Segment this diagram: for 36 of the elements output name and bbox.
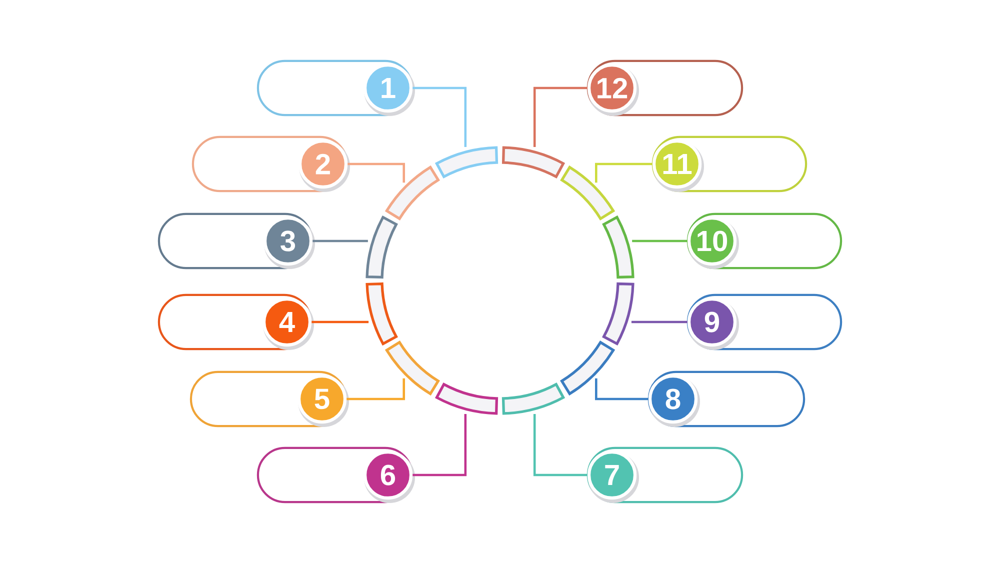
ring-segment bbox=[560, 341, 615, 396]
number-badge: 8 bbox=[648, 374, 700, 428]
ring-segment bbox=[602, 282, 634, 346]
ring-segment bbox=[560, 166, 615, 220]
number-badge: 2 bbox=[298, 139, 350, 192]
connector-line bbox=[346, 378, 405, 400]
ring-segment bbox=[502, 382, 565, 415]
connector-line bbox=[312, 240, 368, 242]
connector-line bbox=[312, 320, 369, 324]
ring-segment bbox=[502, 146, 565, 178]
number-badge: 4 bbox=[262, 297, 314, 350]
ring-segment bbox=[435, 382, 498, 415]
number-badge: 5 bbox=[297, 374, 350, 428]
connector-line bbox=[533, 86, 588, 147]
ring-segment bbox=[385, 340, 440, 396]
ring-segment bbox=[366, 282, 398, 346]
connector-line bbox=[412, 414, 467, 476]
number-badge: 9 bbox=[687, 297, 740, 350]
connector-line bbox=[533, 414, 588, 476]
number-badge: 11 bbox=[652, 139, 704, 192]
number-badge: 12 bbox=[587, 63, 640, 116]
ring-segment bbox=[602, 216, 634, 279]
number-badge: 6 bbox=[363, 450, 416, 504]
connector-line bbox=[412, 86, 467, 147]
number-badge: 3 bbox=[263, 216, 316, 270]
number-badge: 7 bbox=[587, 450, 640, 504]
number-badge: 10 bbox=[687, 216, 740, 270]
connector-line bbox=[348, 162, 405, 183]
number-badge: 1 bbox=[363, 63, 416, 116]
ring-segment bbox=[366, 216, 398, 279]
connector-line bbox=[595, 162, 652, 183]
ring-segment bbox=[435, 146, 498, 178]
connector-line bbox=[632, 240, 688, 242]
connector-line bbox=[595, 378, 648, 400]
connector-line bbox=[631, 320, 688, 324]
ring-segment bbox=[385, 166, 440, 220]
